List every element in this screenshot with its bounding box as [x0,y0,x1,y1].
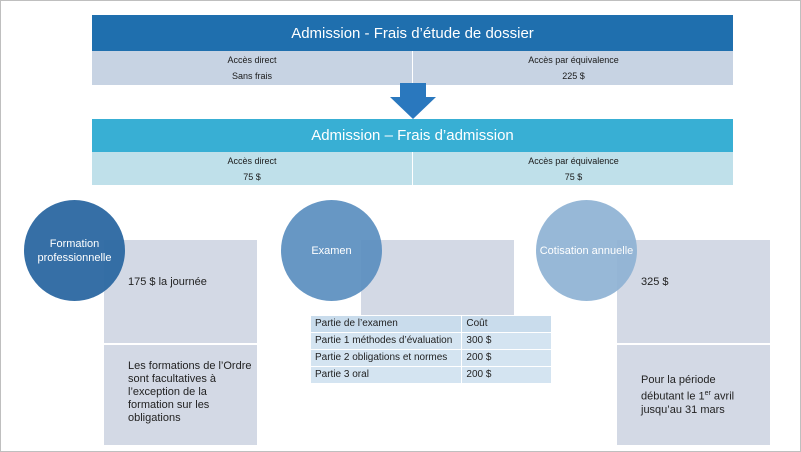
admission-frais-equiv-cell: Accès par équivalence 75 $ [412,152,734,185]
admission-frais-equiv-value: 75 $ [564,171,583,182]
table-row: Partie 1 méthodes d’évaluation 300 $ [309,332,552,350]
examen-table-header-cost: Coût [461,315,552,333]
admission-frais-title: Admission – Frais d’admission [311,127,514,144]
examen-table: Partie de l’examen Coût Partie 1 méthode… [309,315,552,384]
cotisation-circle-label: Cotisation annuelle [539,244,634,257]
admission-frais-direct-value: 75 $ [243,171,261,182]
admission-etude-equiv-value: 225 $ [562,71,585,81]
cotisation-note: Pour la période débutant le 1er avril ju… [641,374,751,417]
admission-etude-equiv-label: Accès par équivalence [528,55,619,65]
cotisation-circle: Cotisation annuelle [536,200,637,301]
admission-etude-row: Accès direct Sans frais Accès par équiva… [92,51,733,85]
admission-frais-header: Admission – Frais d’admission [92,119,733,152]
examen-cost-cell: 300 $ [461,332,552,350]
formation-price: 175 $ la journée [128,276,207,288]
cotisation-note-sup: er [704,390,711,397]
examen-circle-label: Examen [311,244,352,257]
formation-price-box: 175 $ la journée [104,240,257,343]
examen-circle: Examen [281,200,382,301]
admission-etude-title: Admission - Frais d’étude de dossier [291,24,534,42]
examen-part-cell: Partie 1 méthodes d’évaluation [309,332,463,350]
cotisation-price: 325 $ [641,276,669,288]
cotisation-price-box: 325 $ [617,240,770,343]
admission-frais-row: Accès direct 75 $ Accès par équivalence … [92,152,733,185]
admission-etude-header: Admission - Frais d’étude de dossier [92,15,733,51]
cotisation-note-post: avril jusqu’au 31 mars [641,390,735,416]
formation-circle-label: Formation professionnelle [37,237,112,264]
examen-cost-cell: 200 $ [461,366,552,384]
admission-etude-direct-value: Sans frais [231,71,273,81]
admission-etude-direct-cell: Accès direct Sans frais [92,51,412,85]
examen-table-wrap: Partie de l’examen Coût Partie 1 méthode… [309,315,552,384]
formation-circle: Formation professionnelle [24,200,125,301]
cotisation-note-pre: Pour la période débutant le 1 [641,374,716,403]
examen-table-header-part: Partie de l’examen [309,315,463,333]
cotisation-note-box: Pour la période débutant le 1er avril ju… [617,345,770,445]
formation-note: Les formations de l’Ordre sont facultati… [128,360,252,424]
admission-frais-equiv-label: Accès par équivalence [528,155,619,166]
admission-frais-direct-label: Accès direct [227,155,277,166]
table-row: Partie 3 oral 200 $ [309,366,552,384]
down-arrow-icon [390,83,436,119]
examen-part-cell: Partie 2 obligations et normes [309,349,463,367]
examen-part-cell: Partie 3 oral [309,366,463,384]
examen-table-header-row: Partie de l’examen Coût [309,315,552,333]
admission-etude-equiv-cell: Accès par équivalence 225 $ [412,51,734,85]
table-row: Partie 2 obligations et normes 200 $ [309,349,552,367]
formation-note-box: Les formations de l’Ordre sont facultati… [104,345,257,445]
examen-cost-cell: 200 $ [461,349,552,367]
admission-frais-direct-cell: Accès direct 75 $ [92,152,412,185]
admission-etude-direct-label: Accès direct [227,55,277,65]
